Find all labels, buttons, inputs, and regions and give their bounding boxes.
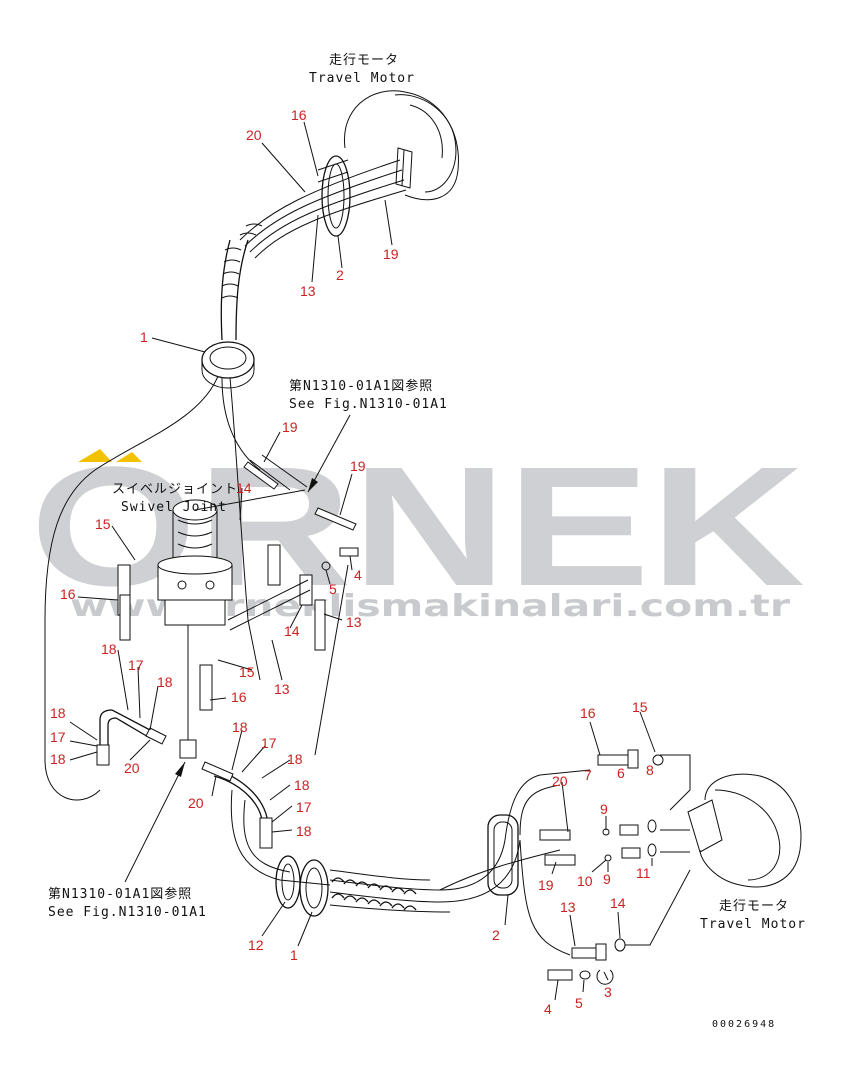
callout-19: 19 bbox=[282, 419, 298, 435]
callout-18: 18 bbox=[294, 777, 310, 793]
hose-assembly-left bbox=[96, 709, 167, 766]
swivel-joint-en: Swivel Joint bbox=[121, 500, 227, 515]
callout-13: 13 bbox=[560, 899, 576, 915]
see-fig-bottom-en: See Fig.N1310-01A1 bbox=[48, 905, 207, 920]
callout-17: 17 bbox=[128, 657, 144, 673]
fittings-swivel-area bbox=[117, 454, 359, 711]
callout-6: 6 bbox=[617, 765, 625, 781]
leader-lines bbox=[69, 121, 656, 1001]
callout-13: 13 bbox=[300, 283, 316, 299]
callout-20: 20 bbox=[124, 760, 140, 776]
clamp-rings-lower bbox=[275, 855, 329, 917]
callout-17: 17 bbox=[50, 729, 66, 745]
callout-17: 17 bbox=[261, 735, 277, 751]
see-fig-bottom-jp: 第N1310-01A1図参照 bbox=[48, 886, 192, 902]
callout-18: 18 bbox=[232, 719, 248, 735]
callout-16: 16 bbox=[60, 586, 76, 602]
hose-bundle-upper bbox=[220, 155, 407, 341]
callout-13: 13 bbox=[274, 681, 290, 697]
travel-motor-top-jp: 走行モータ bbox=[329, 53, 399, 68]
swivel-joint-jp: スイベルジョイント bbox=[112, 482, 238, 497]
travel-motor-right-jp: 走行モータ bbox=[719, 899, 789, 914]
callout-16: 16 bbox=[291, 107, 307, 123]
callout-1: 1 bbox=[140, 329, 148, 345]
callout-19: 19 bbox=[383, 246, 399, 262]
callout-15: 15 bbox=[632, 699, 648, 715]
callout-15: 15 bbox=[95, 516, 111, 532]
callout-8: 8 bbox=[646, 762, 654, 778]
travel-motor-right-en: Travel Motor bbox=[700, 917, 806, 932]
fittings-right-area bbox=[539, 749, 691, 985]
callout-12: 12 bbox=[248, 937, 264, 953]
see-fig-top-en: See Fig.N1310-01A1 bbox=[289, 397, 448, 412]
callout-2: 2 bbox=[492, 927, 500, 943]
callout-9: 9 bbox=[603, 871, 611, 887]
callout-4: 4 bbox=[544, 1001, 552, 1017]
clamp-ring-2-lower bbox=[487, 814, 519, 896]
callout-5: 5 bbox=[575, 995, 583, 1011]
callout-7: 7 bbox=[584, 767, 592, 783]
callout-19: 19 bbox=[350, 458, 366, 474]
callout-14: 14 bbox=[284, 623, 300, 639]
reference-arrows bbox=[124, 414, 351, 883]
callout-18: 18 bbox=[50, 751, 66, 767]
callout-5: 5 bbox=[329, 581, 337, 597]
callout-10: 10 bbox=[577, 873, 593, 889]
callout-18: 18 bbox=[50, 705, 66, 721]
callout-18: 18 bbox=[296, 823, 312, 839]
callout-19: 19 bbox=[538, 877, 554, 893]
callout-2: 2 bbox=[336, 267, 344, 283]
callout-1: 1 bbox=[290, 947, 298, 963]
callout-17: 17 bbox=[296, 799, 312, 815]
callout-20: 20 bbox=[246, 127, 262, 143]
callout-14: 14 bbox=[610, 895, 626, 911]
callout-14: 14 bbox=[236, 480, 252, 496]
callout-20: 20 bbox=[188, 795, 204, 811]
watermark: ORNEK www.orneklismakinalari.com.tr bbox=[30, 432, 805, 624]
callout-15: 15 bbox=[239, 664, 255, 680]
callout-11: 11 bbox=[636, 865, 651, 881]
callout-16: 16 bbox=[231, 689, 247, 705]
part-callouts: 20 16 19 13 2 1 19 19 14 15 16 5 4 14 13… bbox=[50, 107, 654, 1017]
watermark-accent-left bbox=[78, 449, 112, 462]
drawing-number: 00026948 bbox=[712, 1019, 776, 1030]
callout-18: 18 bbox=[287, 751, 303, 767]
callout-13: 13 bbox=[346, 614, 362, 630]
travel-motor-right bbox=[687, 773, 802, 888]
callout-3: 3 bbox=[604, 984, 612, 1000]
hoses-to-swivel bbox=[44, 375, 261, 801]
hose-bundle-lower bbox=[201, 761, 591, 956]
callout-18: 18 bbox=[157, 674, 173, 690]
swivel-joint bbox=[157, 489, 306, 759]
callout-16: 16 bbox=[580, 705, 596, 721]
watermark-accent-right bbox=[116, 452, 142, 462]
clamp-ring-upper bbox=[201, 341, 255, 389]
callout-18: 18 bbox=[101, 641, 117, 657]
annotation-labels: 走行モータ Travel Motor 第N1310-01A1図参照 See Fi… bbox=[48, 53, 806, 1030]
callout-9: 9 bbox=[600, 801, 608, 817]
callout-20: 20 bbox=[552, 773, 568, 789]
see-fig-top-jp: 第N1310-01A1図参照 bbox=[289, 378, 433, 394]
callout-4: 4 bbox=[354, 567, 362, 583]
travel-motor-top-en: Travel Motor bbox=[309, 71, 415, 86]
